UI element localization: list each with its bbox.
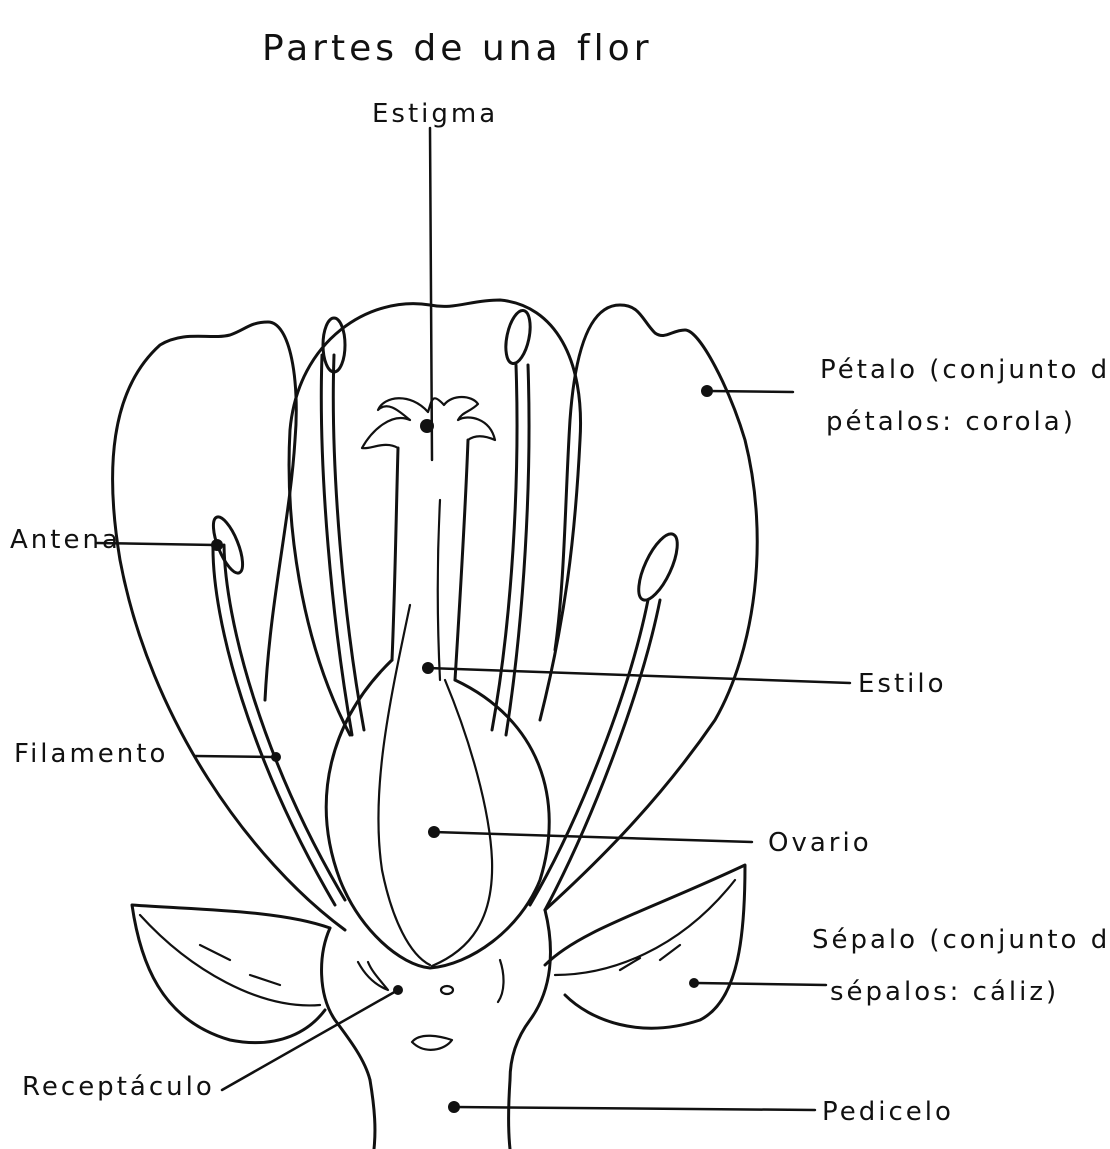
dot-antena xyxy=(211,539,223,551)
label-petalo-line2: pétalos: corola) xyxy=(826,407,1076,437)
label-estigma: Estigma xyxy=(372,99,498,129)
label-filamento: Filamento xyxy=(14,739,168,769)
right-petal xyxy=(545,305,757,910)
dot-receptaculo xyxy=(393,985,403,995)
label-petalo-line1: Pétalo (conjunto de xyxy=(820,355,1110,385)
leader-filamento xyxy=(195,756,274,757)
dot-pedicelo xyxy=(448,1101,460,1113)
label-estilo: Estilo xyxy=(858,669,947,699)
ovary-inner-left xyxy=(378,605,430,965)
anther-inner-right xyxy=(502,308,535,365)
left-sepal xyxy=(132,905,330,1043)
dot-petalo xyxy=(701,385,713,397)
leader-ovario xyxy=(434,832,752,842)
ovary-inner-right xyxy=(432,680,492,966)
right-sepal-veins xyxy=(555,880,735,975)
dot-sepalo xyxy=(689,978,699,988)
style-center-line xyxy=(438,500,440,680)
style xyxy=(392,440,468,680)
label-antena: Antena xyxy=(10,525,121,555)
label-ovario: Ovario xyxy=(768,828,872,858)
dot-filamento xyxy=(271,752,281,762)
label-receptaculo: Receptáculo xyxy=(22,1072,215,1102)
left-sepal-veins xyxy=(140,915,320,1005)
receptacle-details xyxy=(358,960,504,1050)
stamen-inner-right xyxy=(492,365,529,735)
dot-estigma xyxy=(420,419,434,433)
leader-sepalo xyxy=(696,983,826,985)
receptacle xyxy=(322,910,551,1080)
stamen-inner-left xyxy=(321,355,364,735)
dot-ovario xyxy=(428,826,440,838)
diagram-title: Partes de una flor xyxy=(262,28,653,69)
label-sepalo-line2: sépalos: cáliz) xyxy=(830,977,1059,1007)
leader-petalo xyxy=(708,391,793,392)
label-sepalo-line1: Sépalo (conjunto de xyxy=(812,925,1110,955)
dot-estilo xyxy=(422,662,434,674)
pedicel xyxy=(370,1080,510,1149)
receptacle-pore xyxy=(441,986,453,994)
label-pedicelo: Pedicelo xyxy=(822,1097,954,1127)
stamen-far-left xyxy=(213,545,345,905)
anther-far-right xyxy=(631,529,685,605)
right-sepal xyxy=(545,865,745,1028)
leader-estigma xyxy=(430,128,432,460)
